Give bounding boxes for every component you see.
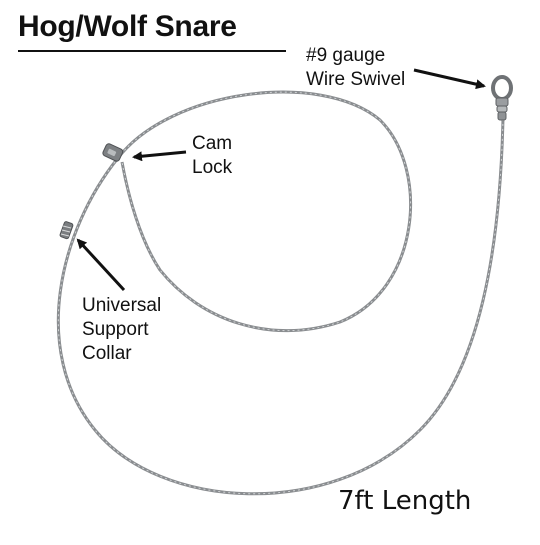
wire-swivel-icon: [491, 75, 513, 121]
collar-label-line-2: Support: [82, 319, 149, 340]
swivel-arrow: [413, 68, 486, 90]
swivel-label-line-2: Wire Swivel: [306, 69, 406, 90]
collar-label: Universal Support Collar: [82, 294, 161, 366]
cam-lock-icon: [102, 143, 124, 162]
cam-lock-label-line-2: Lock: [192, 157, 233, 178]
collar-label-line-1: Universal: [82, 295, 162, 316]
cam-lock-arrow: [132, 150, 187, 162]
loop-wire: [116, 90, 413, 333]
collar-arrow: [76, 238, 126, 292]
length-label: 7ft Length: [338, 486, 472, 516]
swivel-label: #9 gauge Wire Swivel: [306, 44, 405, 92]
title-underline: [18, 50, 286, 52]
support-collar-icon: [59, 221, 74, 240]
cam-lock-label-line-1: Cam: [192, 133, 233, 154]
page-title: Hog/Wolf Snare: [18, 10, 237, 43]
cam-lock-label: Cam Lock: [192, 132, 232, 180]
collar-label-line-3: Collar: [82, 343, 132, 364]
swivel-label-line-1: #9 gauge: [306, 45, 386, 66]
